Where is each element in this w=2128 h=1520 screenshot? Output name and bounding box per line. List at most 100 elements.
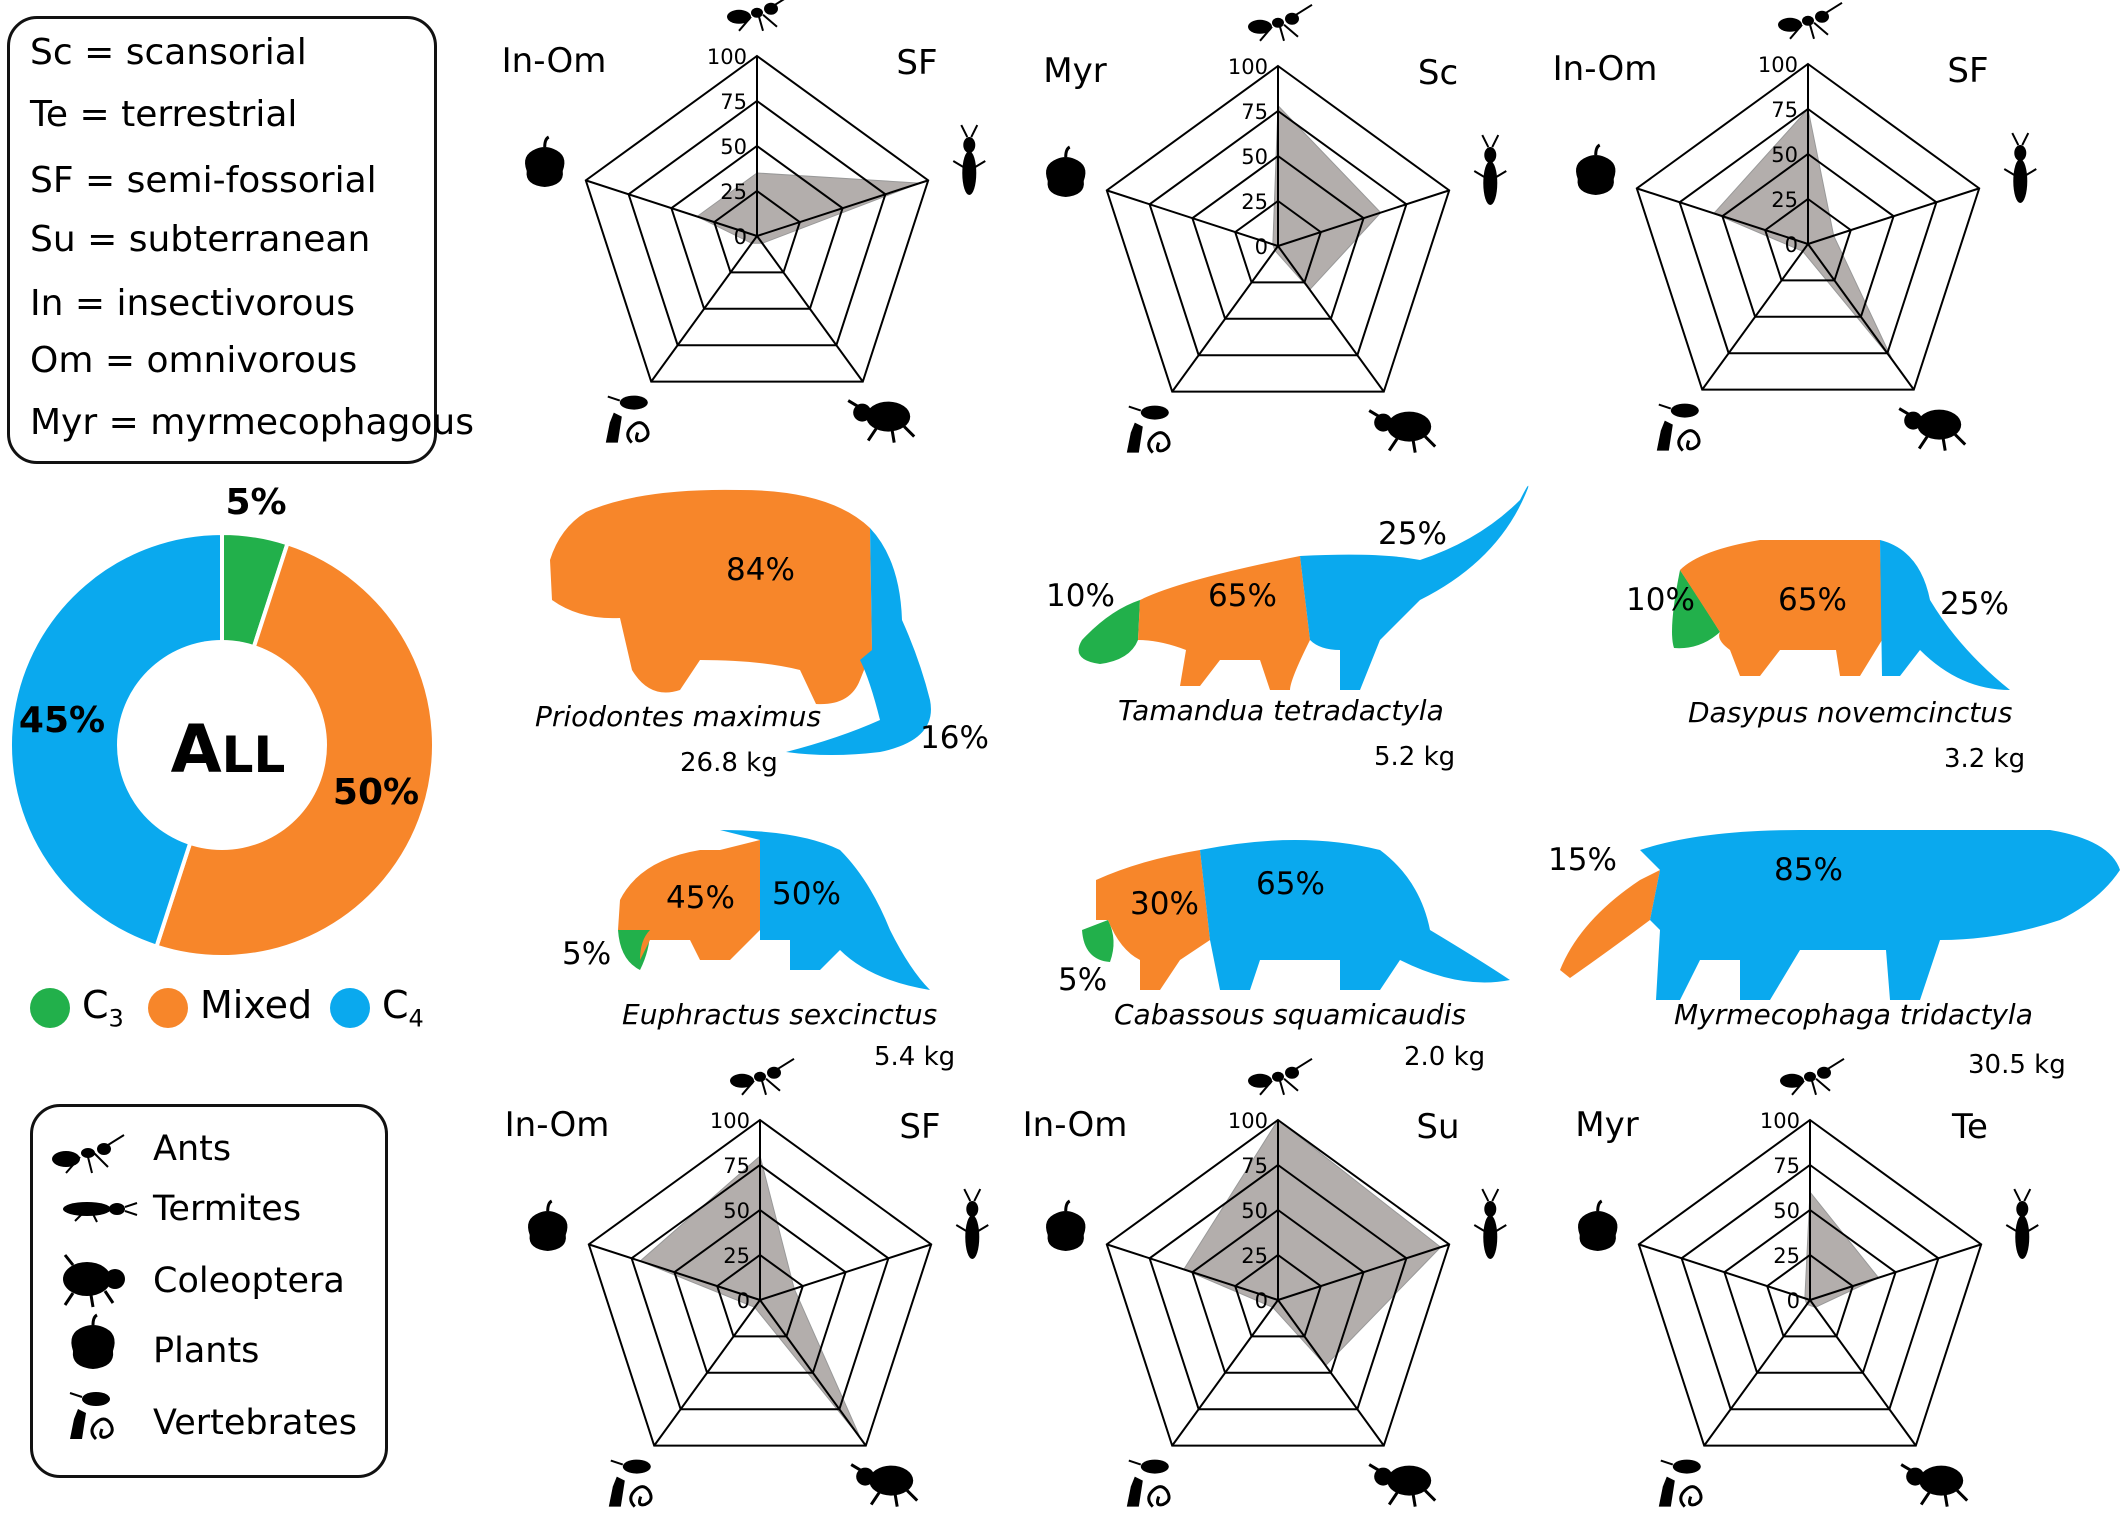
species-mass-cabassous: 2.0 kg [1404, 1042, 1486, 1072]
radar-diet-label: Myr [1043, 51, 1106, 91]
termite-icon [1473, 134, 1507, 206]
radar-locomotion-label: Su [1416, 1107, 1459, 1147]
species-name-tamandua: Tamandua tetradactyla [1118, 694, 1444, 727]
radar-spoke [1703, 1299, 1811, 1447]
beetle-icon [63, 1254, 125, 1308]
radar-grid-ring [713, 189, 801, 274]
radar-grid-ring [587, 1118, 933, 1447]
radar-spoke [1638, 1243, 1811, 1301]
radar-diet-label: In-Om [1023, 1105, 1128, 1145]
radar-tick-label: 75 [1241, 1154, 1268, 1178]
species-name-myrmecophaga: Myrmecophaga tridactyla [1674, 998, 2033, 1031]
radar-spoke [1807, 243, 1915, 391]
plant-icon [525, 135, 565, 188]
diet-icon-legend: Ants Termites Coleoptera Plants Vertebra… [30, 1104, 388, 1478]
beetle-icon [1900, 1463, 1969, 1507]
radar-spoke [1277, 1299, 1385, 1447]
legend-c4-sub: 4 [408, 1004, 424, 1033]
dasypus-c4-pct: 25% [1940, 586, 2009, 622]
radar-grid-ring [1148, 1163, 1408, 1411]
cabassous-c3-pct: 5% [1058, 962, 1108, 998]
radar-tick-label: 50 [1241, 1199, 1268, 1223]
radar-tick-label: 75 [720, 90, 747, 114]
ant-icon [52, 1134, 125, 1174]
abbr-item: Te = terrestrial [30, 94, 298, 135]
cabassous-c4-pct: 65% [1256, 866, 1325, 902]
legend-c4: C4 [330, 980, 424, 1033]
radar-spoke [585, 179, 758, 237]
cabassous-mixed-pct: 30% [1130, 886, 1199, 922]
radar-tick-label: 50 [1241, 145, 1268, 169]
tamandua-silhouette [1078, 485, 1529, 690]
radar-grid-ring [1191, 1208, 1365, 1374]
ant-icon [727, 0, 785, 32]
vertebrate-icon [605, 395, 650, 444]
termite-icon [63, 1202, 138, 1223]
tamandua-c4-pct: 25% [1378, 516, 1447, 552]
radar-tick-label: 100 [1760, 1109, 1800, 1133]
radar-grid-ring [673, 1208, 847, 1374]
plant-icon [528, 1199, 568, 1252]
radar-tick-label: 50 [1773, 1199, 1800, 1223]
termite-icon [955, 1188, 989, 1260]
beetle-icon [1898, 407, 1967, 451]
radar-grid-ring [1105, 64, 1451, 393]
legend-coleoptera-label: Coleoptera [153, 1261, 345, 1301]
radar-locomotion-label: Te [1951, 1107, 1988, 1147]
radar-spoke [1809, 1299, 1917, 1447]
dasypus-c3-pct: 10% [1626, 582, 1695, 618]
radar-spoke [1171, 1299, 1279, 1447]
legend-mixed-label: Mixed [200, 983, 313, 1027]
radar-grid-ring [1191, 154, 1365, 320]
radar-spoke [1171, 245, 1279, 393]
beetle-icon [1368, 1463, 1437, 1507]
vertebrate-icon [1126, 1459, 1171, 1508]
radar-grid-ring [1764, 197, 1852, 282]
radar-grid-ring [1723, 1208, 1897, 1374]
legend-ants-label: Ants [153, 1129, 232, 1169]
radar-diet-label: In-Om [502, 41, 607, 81]
radar-tick-label: 100 [710, 1109, 750, 1133]
abbr-item: Sc = scansorial [30, 32, 307, 73]
euphractus-c3-pct: 5% [562, 936, 612, 972]
radar-grid-ring [1105, 1118, 1451, 1447]
radar-spoke [1807, 187, 1980, 245]
radar-spoke [756, 235, 864, 383]
radar-tick-label: 0 [1787, 1289, 1800, 1313]
legend-c4-label: C [382, 983, 409, 1027]
termite-icon [2005, 1188, 2039, 1260]
radar-tick-label: 50 [720, 135, 747, 159]
radar-grid-ring [1148, 109, 1408, 357]
radar-tick-label: 25 [723, 1244, 750, 1268]
radar-tick-label: 100 [707, 45, 747, 69]
radar-locomotion-label: Sc [1418, 53, 1458, 93]
termite-icon [952, 124, 986, 196]
donut-value-label-c3: 5% [225, 482, 286, 523]
radar-tick-label: 0 [1255, 235, 1268, 259]
radar-spoke [1809, 1243, 1982, 1301]
euphractus-c4-pct: 50% [772, 876, 841, 912]
radar-tick-label: 25 [720, 180, 747, 204]
radar-diet-label: In-Om [505, 1105, 610, 1145]
radar-grid-ring [1635, 62, 1981, 391]
species-mass-dasypus: 3.2 kg [1944, 744, 2026, 774]
radar-grid-ring [716, 1253, 804, 1338]
radar-tick-label: 100 [1758, 53, 1798, 77]
radar-spoke [1277, 189, 1450, 247]
radar-tick-label: 25 [1773, 1244, 1800, 1268]
abbr-item: In = insectivorous [30, 283, 356, 324]
beetle-icon [847, 399, 916, 443]
radar-data-polygon [639, 1155, 861, 1439]
radar-spoke [756, 179, 929, 237]
abbreviation-legend: Sc = scansorial Te = terrestrial SF = se… [7, 16, 474, 464]
radar-spoke [1701, 243, 1809, 391]
radar-tick-label: 100 [1228, 1109, 1268, 1133]
radar-tick-label: 75 [1771, 98, 1798, 122]
radar-spoke [759, 1299, 867, 1447]
radar-tick-label: 100 [1228, 55, 1268, 79]
c4-swatch [330, 987, 370, 1028]
